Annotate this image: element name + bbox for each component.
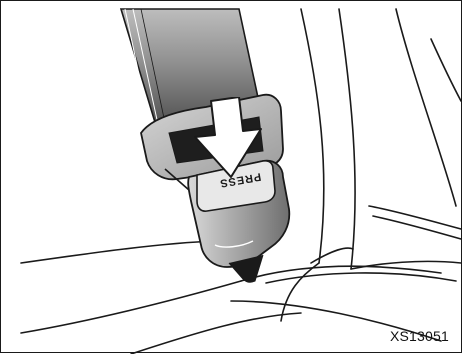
down-arrow-icon [189,97,269,187]
seat-back-outline [281,9,461,321]
figure-code: XS13051 [390,328,449,344]
